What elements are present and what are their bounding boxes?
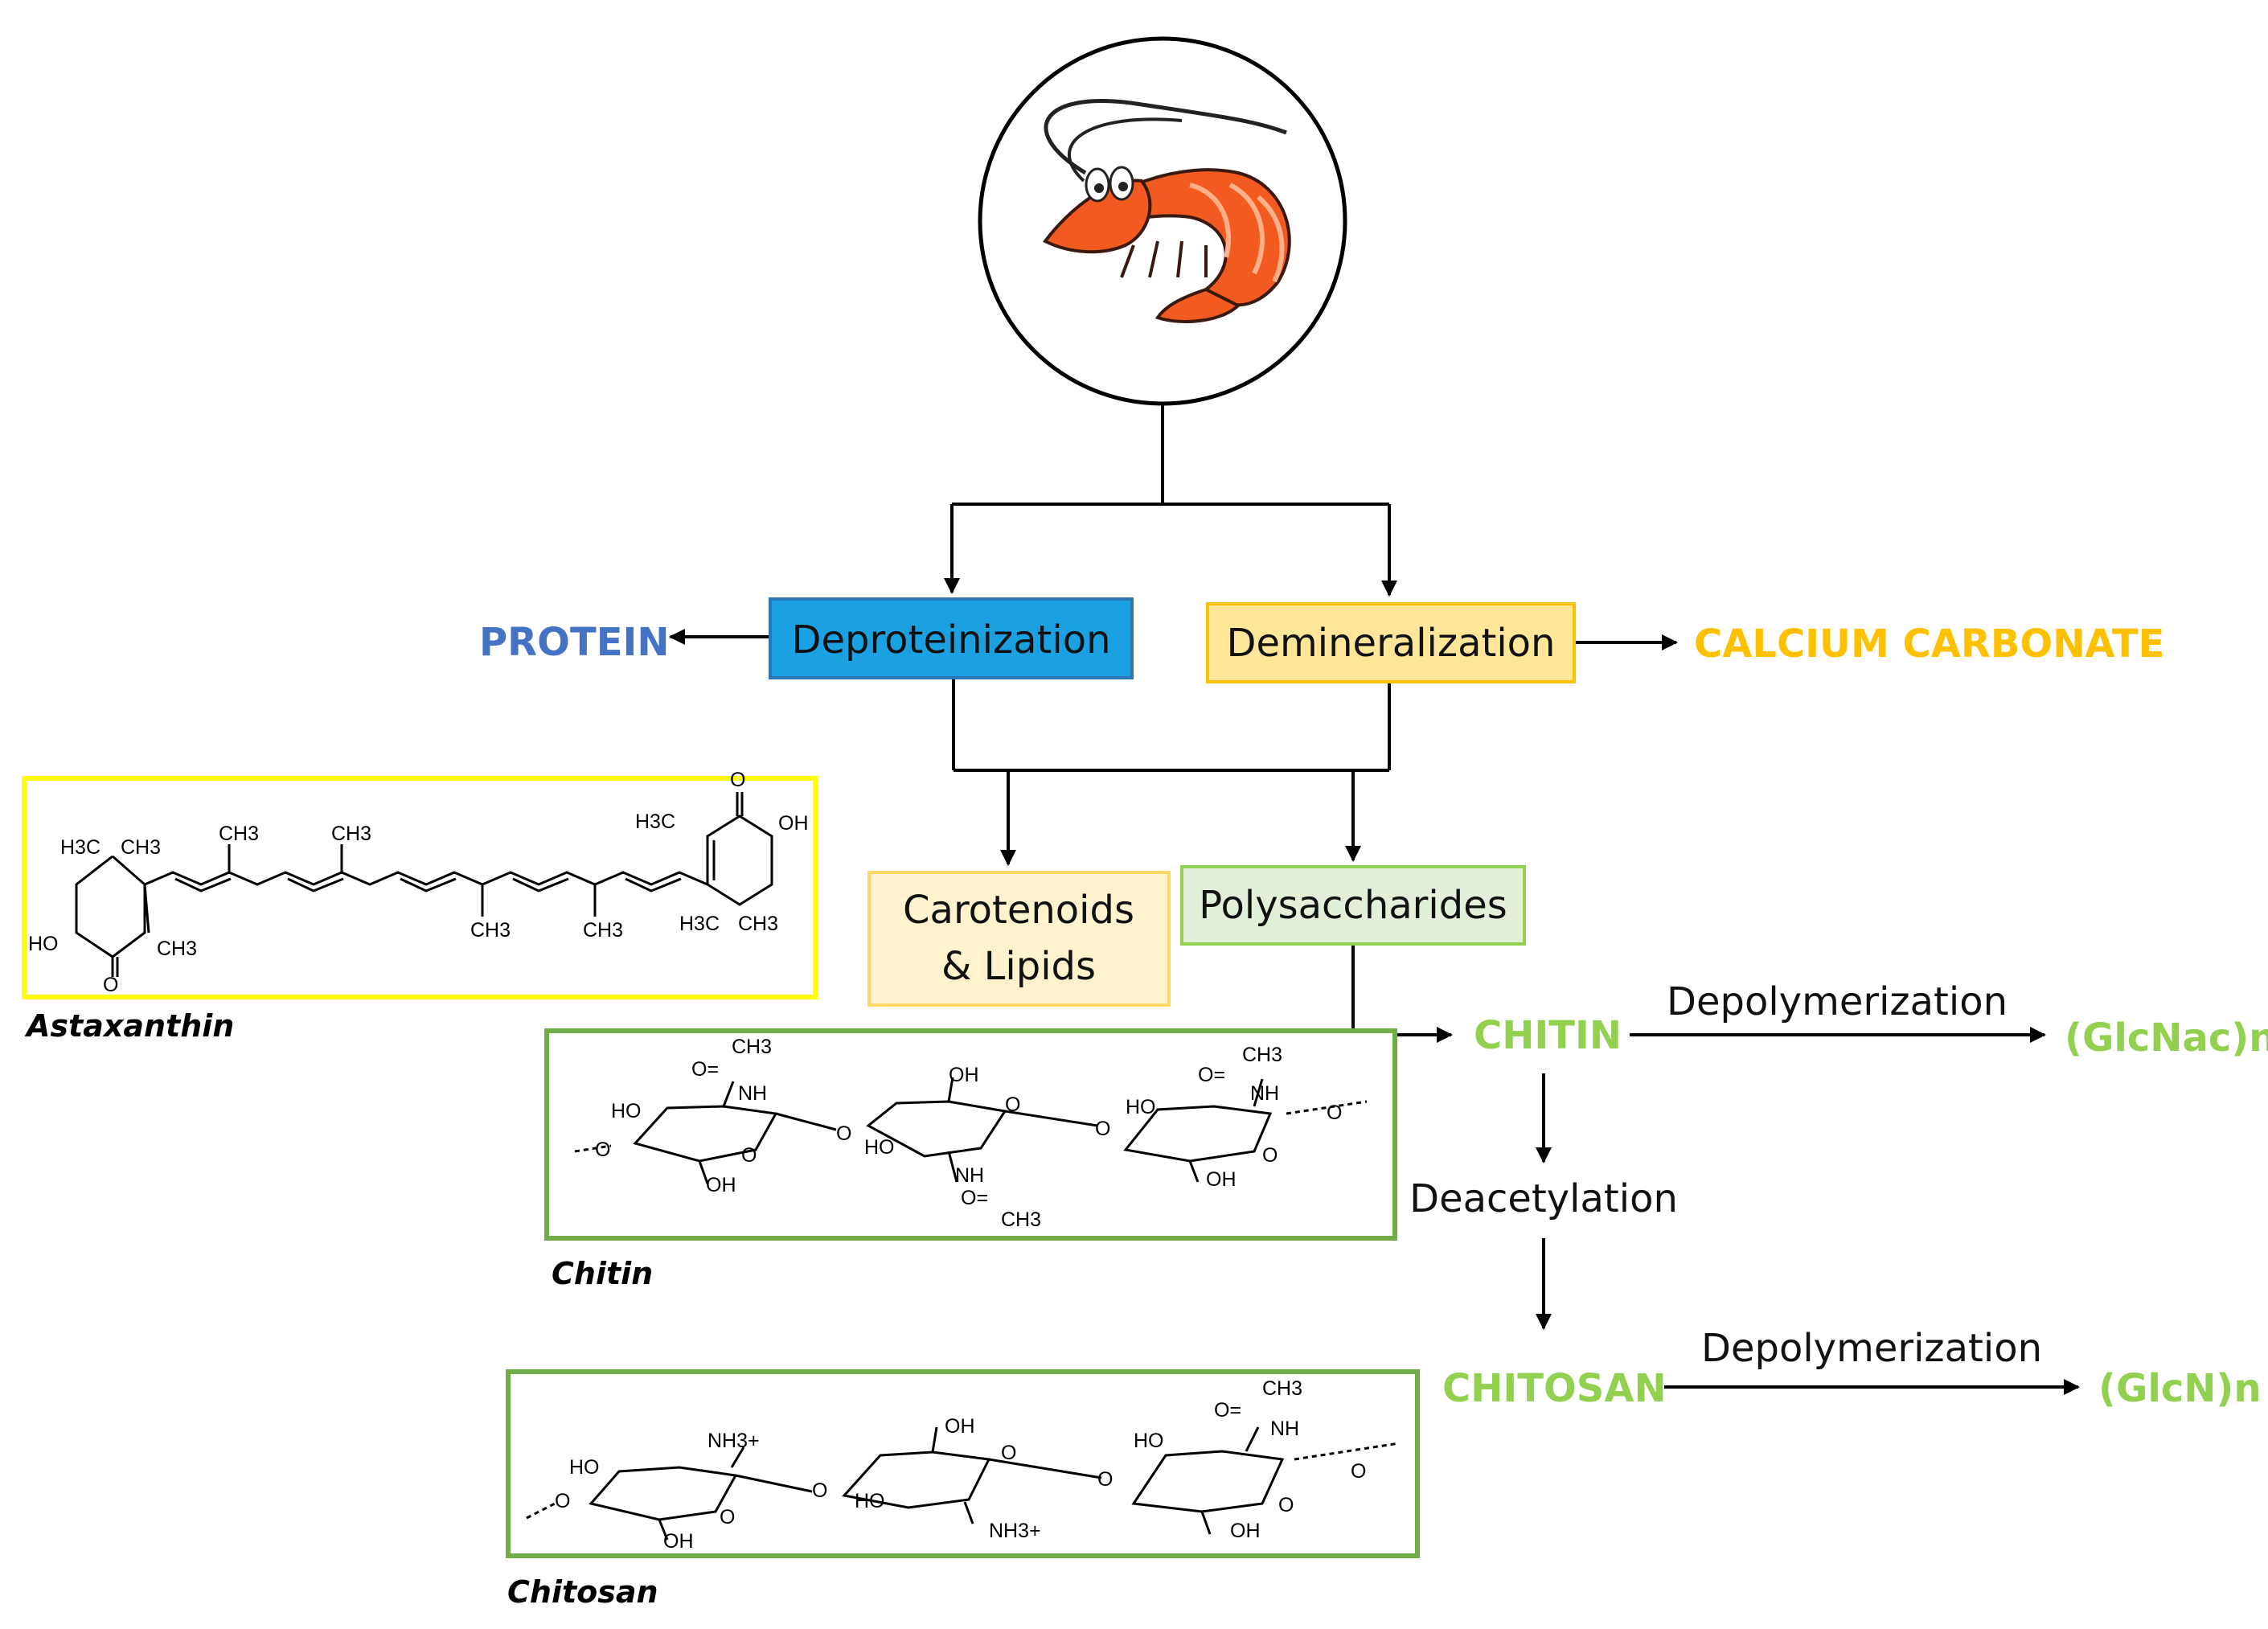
glcnac-label: (GlcNac)n: [2065, 1016, 2268, 1061]
astaxanthin-ch3-left: CH3: [121, 836, 161, 859]
chitosan-o-link-2: O: [1097, 1468, 1113, 1491]
chitosan-oh-3: OH: [1230, 1520, 1261, 1542]
chitin-caption: Chitin: [552, 1256, 653, 1291]
chitin-o-ring-1: O: [741, 1144, 757, 1167]
chitin-ceq-2: O=: [961, 1187, 988, 1209]
deacetylation-label: Deacetylation: [1409, 1176, 1678, 1221]
depolymerization-label-1: Depolymerization: [1667, 979, 2008, 1024]
chitosan-nh3-1: NH3+: [707, 1430, 760, 1452]
astaxanthin-ch3-3: CH3: [470, 919, 511, 942]
depolymerization-label-2: Depolymerization: [1701, 1326, 2042, 1371]
chitin-o-link-1: O: [836, 1122, 851, 1145]
chitosan-o-ring-1: O: [720, 1506, 735, 1528]
demineralization-label: Demineralization: [1227, 621, 1556, 666]
astaxanthin-structure: H3C CH3 CH3 CH3 CH3 CH3 CH3 HO O H3C O O…: [22, 769, 818, 999]
chitosan-caption: Chitosan: [507, 1574, 658, 1610]
polysaccharides-label: Polysaccharides: [1199, 883, 1507, 928]
chitin-o-1: O: [595, 1139, 610, 1161]
chitin-ho-1: HO: [611, 1100, 642, 1122]
chitin-nh-3: NH: [1250, 1082, 1279, 1105]
connectors: [669, 404, 2080, 1395]
astaxanthin-ch3-1: CH3: [219, 823, 259, 845]
chitosan-ho-1: HO: [569, 1456, 600, 1479]
chitosan-o-ring-3: O: [1278, 1494, 1294, 1516]
chitin-o-link-2: O: [1095, 1118, 1110, 1140]
astaxanthin-o-right: O: [730, 769, 745, 791]
astaxanthin-ch3-4: CH3: [583, 919, 623, 942]
chitosan-o-ring-2: O: [1001, 1442, 1016, 1464]
chitin-structure: CH3 O= NH HO O O OH O OH O HO NH O= CH3 …: [544, 1028, 1397, 1241]
chitin-nh-1: NH: [738, 1082, 767, 1105]
chitin-ceq-3: O=: [1198, 1064, 1225, 1086]
chitin-oh-2: OH: [949, 1064, 979, 1086]
polysaccharides-box: Polysaccharides: [1180, 865, 1526, 946]
chitosan-ho-3: HO: [1134, 1430, 1164, 1452]
chitin-ch3-3: CH3: [1242, 1044, 1282, 1066]
chitin-oh-3: OH: [1206, 1168, 1237, 1191]
chitin-nh-2: NH: [955, 1164, 984, 1187]
chitosan-ch3: CH3: [1262, 1377, 1302, 1400]
calcium-carbonate-label: CALCIUM CARBONATE: [1694, 622, 2164, 667]
chitosan-o-end: O: [1351, 1460, 1366, 1483]
chitosan-structure: NH3+ HO O O OH O OH O HO NH3+ O CH3 O= N…: [506, 1369, 1420, 1558]
chitin-ho-2: HO: [864, 1136, 895, 1159]
chitosan-label: CHITOSAN: [1442, 1366, 1667, 1411]
chitosan-nh3-2: NH3+: [989, 1520, 1041, 1542]
chitin-o-end: O: [1327, 1102, 1342, 1124]
carotenoids-label-line2: & Lipids: [941, 944, 1096, 989]
chitin-ho-3: HO: [1126, 1096, 1156, 1118]
demineralization-box: Demineralization: [1206, 602, 1576, 683]
chitin-ch3-1: CH3: [732, 1036, 772, 1058]
carotenoids-box: Carotenoids & Lipids: [867, 871, 1171, 1007]
chitin-ceq-1: O=: [691, 1058, 719, 1081]
astaxanthin-ho-left: HO: [28, 933, 59, 955]
chitosan-o-1: O: [555, 1490, 570, 1512]
astaxanthin-h3c-left: H3C: [60, 836, 100, 859]
astaxanthin-h3c-right: H3C: [635, 810, 675, 833]
chitosan-oh-1: OH: [663, 1530, 694, 1553]
chitin-label: CHITIN: [1474, 1013, 1622, 1058]
astaxanthin-ch3-bottom: CH3: [738, 913, 778, 935]
shrimp-icon: [1042, 99, 1291, 323]
shrimp-circle: [978, 36, 1347, 406]
chitin-o-ring-2: O: [1005, 1094, 1020, 1116]
astaxanthin-ch3-2: CH3: [331, 823, 371, 845]
astaxanthin-h3c-bottom: H3C: [679, 913, 720, 935]
chitosan-oh-2: OH: [945, 1415, 975, 1438]
astaxanthin-o-left: O: [103, 974, 118, 996]
chitin-o-ring-3: O: [1262, 1144, 1278, 1167]
deproteinization-label: Deproteinization: [791, 618, 1110, 663]
chitosan-nh: NH: [1270, 1418, 1299, 1440]
carotenoids-label-line1: Carotenoids: [903, 888, 1134, 933]
astaxanthin-oh-right: OH: [778, 812, 809, 835]
protein-label: PROTEIN: [479, 620, 670, 665]
astaxanthin-ch3-ring: CH3: [157, 938, 197, 960]
deproteinization-box: Deproteinization: [769, 597, 1134, 679]
chitosan-ceq: O=: [1214, 1399, 1241, 1422]
chitosan-o-link-1: O: [812, 1479, 827, 1502]
astaxanthin-caption: Astaxanthin: [24, 1008, 234, 1044]
chitin-ch3-2: CH3: [1001, 1208, 1041, 1231]
glcn-label: (GlcN)n: [2098, 1366, 2262, 1411]
chitosan-ho-2: HO: [855, 1490, 885, 1512]
chitin-oh-1: OH: [706, 1174, 736, 1196]
